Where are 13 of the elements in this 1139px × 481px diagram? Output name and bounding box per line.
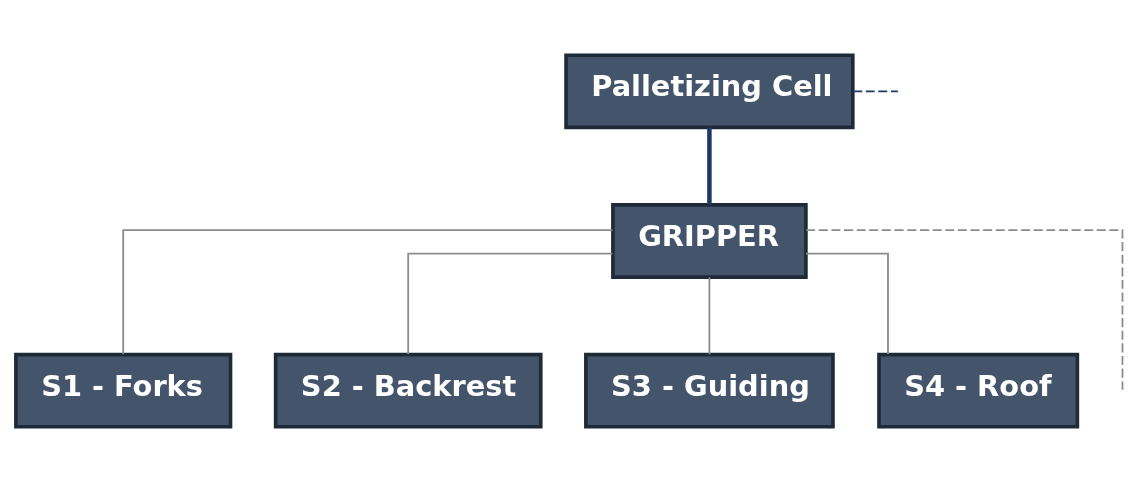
connector <box>852 89 899 92</box>
node-box: GRIPPER <box>611 202 808 279</box>
connector <box>708 275 711 355</box>
connector <box>805 228 1124 391</box>
connector <box>407 252 614 355</box>
node-box: Palletizing Cell <box>564 52 855 129</box>
connector <box>707 127 712 205</box>
node-box: S2 - Backrest <box>273 352 543 429</box>
node-box: S1 - Forks <box>14 352 233 429</box>
connector <box>122 228 614 355</box>
node-box: S3 - Guiding <box>584 352 835 429</box>
connector <box>805 252 889 355</box>
node-box: S4 - Roof <box>877 352 1080 429</box>
